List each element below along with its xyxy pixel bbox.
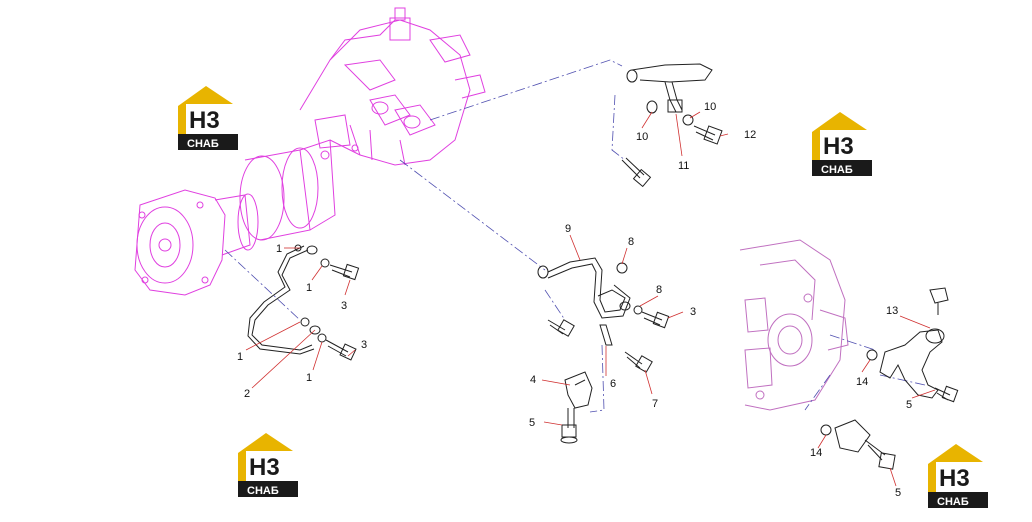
callout-1a: 1	[276, 243, 282, 255]
callout-5b: 5	[906, 399, 912, 411]
callout-10a: 10	[704, 101, 716, 113]
callout-1b: 1	[306, 282, 312, 294]
callout-4: 4	[530, 374, 536, 386]
callout-6: 6	[610, 378, 616, 390]
logo-3-text: СНАБ	[247, 485, 279, 497]
callout-labels: 1 1 3 1 2 1 3 10 10 12 11 9 8 8 3 4 6 7 …	[237, 101, 912, 499]
fuel-pipe-left	[251, 249, 313, 351]
callout-11: 11	[678, 160, 689, 172]
logo-2-letters: H3	[823, 133, 854, 160]
callout-12: 12	[744, 129, 756, 141]
callout-2: 2	[244, 388, 250, 400]
fuel-pipe-middle	[547, 257, 626, 313]
callout-14a: 14	[856, 376, 868, 388]
watermark-logo-1: H3 СНАБ	[178, 86, 238, 150]
parts-linework	[247, 63, 959, 470]
callout-5a: 5	[529, 417, 535, 429]
injection-pump-drawing	[134, 7, 486, 296]
logo-4-letters: H3	[939, 465, 970, 492]
watermark-logo-4: H3 СНАБ	[928, 444, 988, 508]
engine-block-drawing	[739, 239, 849, 411]
callout-3c: 3	[690, 306, 696, 318]
callout-8b: 8	[656, 284, 662, 296]
callout-5c: 5	[895, 487, 901, 499]
callout-14b: 14	[810, 447, 822, 459]
callout-3a: 3	[341, 300, 347, 312]
watermark-logo-2: H3 СНАБ	[812, 112, 872, 176]
logo-4-text: СНАБ	[937, 496, 969, 508]
callout-9: 9	[565, 223, 571, 235]
logo-1-text: СНАБ	[187, 138, 219, 150]
callout-13: 13	[886, 305, 898, 317]
logo-3-letters: H3	[249, 454, 280, 481]
callout-10b: 10	[636, 131, 648, 143]
leader-lines	[245, 111, 936, 487]
callout-7: 7	[652, 398, 658, 410]
elbow-pipe	[879, 329, 943, 399]
callout-3b: 3	[361, 339, 367, 351]
callout-1c: 1	[237, 351, 243, 363]
centerlines	[224, 59, 926, 413]
logo-1-letters: H3	[189, 107, 220, 134]
callout-1d: 1	[306, 372, 312, 384]
watermark-logo-3: H3 СНАБ	[238, 433, 298, 497]
callout-8a: 8	[628, 236, 634, 248]
logo-2-text: СНАБ	[821, 164, 853, 176]
